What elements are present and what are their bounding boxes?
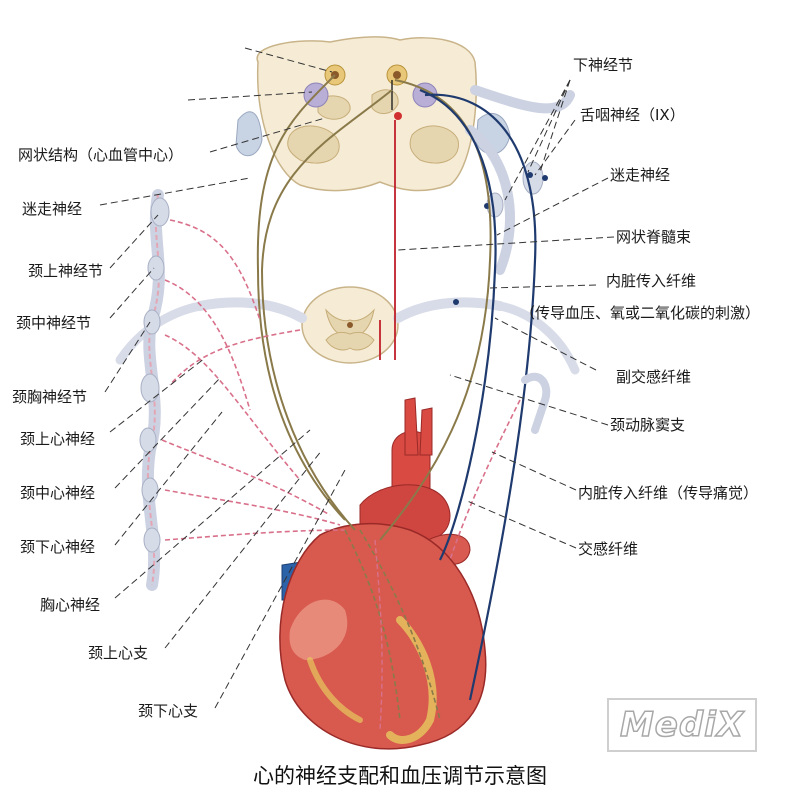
label-vagus-right: 迷走神经 [610,166,671,184]
label-visceral-afferent-pain: 内脏传入纤维（传导痛觉） [578,484,759,502]
label-sympathetic-fibers: 交感纤维 [578,540,639,558]
label-cervicothoracic-ganglion: 颈胸神经节 [12,388,88,406]
label-vagus-left: 迷走神经 [22,200,83,218]
label-visceral-afferent-note: （传导血压、氧或二氧化碳的刺激） [520,304,761,322]
figure-caption: 心的神经支配和血压调节示意图 [253,764,547,788]
medix-watermark: MediX [607,698,757,752]
label-superior-cardiac-nerve: 颈上心神经 [20,430,96,448]
nerve-fibers [161,74,551,731]
vagus-and-glossopharyngeal [453,85,575,305]
leader-lines-right [397,79,615,549]
medulla-section [235,36,511,192]
heart [279,397,487,750]
label-superior-cardiac-branch: 颈上心支 [88,644,149,662]
label-superior-cervical-ganglion: 颈上神经节 [28,262,104,280]
label-carotid-sinus-branch: 颈动脉窦支 [610,416,686,434]
label-reticular-formation: 网状结构（心血管中心） [18,146,184,164]
label-inferior-cardiac-branch: 颈下心支 [138,702,199,720]
label-inferior-ganglion: 下神经节 [573,56,634,74]
spinal-cord-section [115,286,580,375]
label-thoracic-cardiac-nerve: 胸心神经 [40,596,101,614]
label-glossopharyngeal-nerve: 舌咽神经（IX） [580,106,685,124]
label-middle-cardiac-nerve: 颈中心神经 [20,484,96,502]
leader-lines [99,47,346,709]
label-inferior-cardiac-nerve: 颈下心神经 [20,538,96,556]
sympathetic-trunk [139,189,170,591]
label-middle-cervical-ganglion: 颈中神经节 [16,314,92,332]
label-visceral-afferent-fibers: 内脏传入纤维 [606,272,697,290]
label-parasympathetic-fibers: 副交感纤维 [616,368,692,386]
label-reticulospinal-tract: 网状脊髓束 [616,228,692,246]
